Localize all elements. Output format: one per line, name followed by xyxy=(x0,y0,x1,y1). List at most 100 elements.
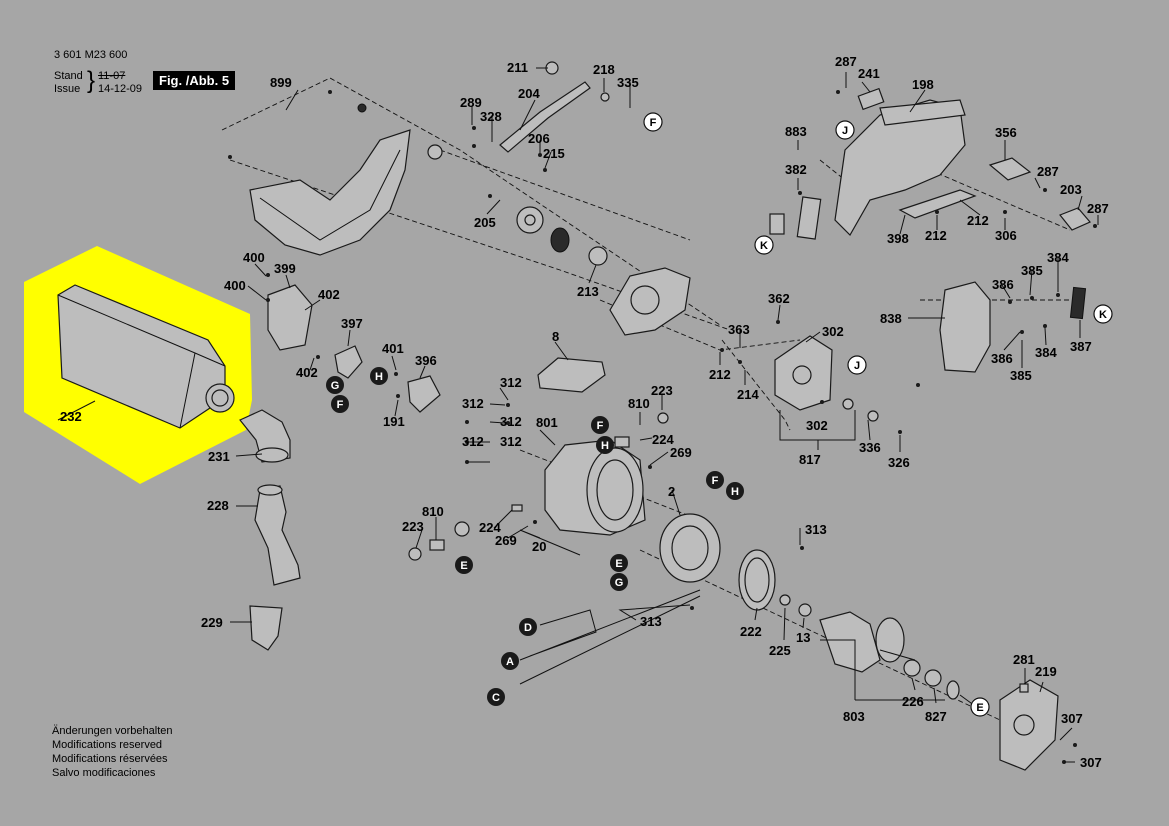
svg-text:J: J xyxy=(842,125,848,137)
bracket-356 xyxy=(988,157,1032,181)
label-312-d: 312 xyxy=(462,434,484,449)
label-223-a: 223 xyxy=(651,383,673,398)
label-827: 827 xyxy=(925,709,947,724)
label-8 xyxy=(537,357,606,393)
label-801: 801 xyxy=(536,415,558,430)
label-219: 219 xyxy=(1035,664,1057,679)
label-810-b: 810 xyxy=(422,504,444,519)
modifications-notes: Änderungen vorbehalten Modifications res… xyxy=(52,724,172,780)
label-883: 883 xyxy=(785,124,807,139)
issue-date: 14-12-09 xyxy=(98,83,143,95)
callout-K2 xyxy=(1093,304,1113,324)
callout-F4 xyxy=(706,471,724,489)
label-302-a: 302 xyxy=(822,324,844,339)
label-287-b: 287 xyxy=(1037,164,1059,179)
flap-229 xyxy=(249,605,283,651)
label-363: 363 xyxy=(728,322,750,337)
label-312-e: 312 xyxy=(500,434,522,449)
dust-bag-232-highlight[interactable] xyxy=(24,246,252,484)
label-287-c: 287 xyxy=(1087,201,1109,216)
callout-G2 xyxy=(610,573,628,591)
label-212-a: 212 xyxy=(967,213,989,228)
svg-text:G: G xyxy=(331,380,340,392)
label-205: 205 xyxy=(474,215,496,230)
label-396: 396 xyxy=(415,353,437,368)
callout-H2 xyxy=(596,436,614,454)
label-281: 281 xyxy=(1013,652,1035,667)
label-13: 13 xyxy=(796,630,810,645)
figure-badge: Fig. /Abb. 5 xyxy=(153,71,236,90)
switch-387 xyxy=(1069,286,1087,320)
callout-F3 xyxy=(591,416,609,434)
label-387: 387 xyxy=(1070,339,1092,354)
label-241: 241 xyxy=(858,66,880,81)
svg-text:A: A xyxy=(506,656,514,668)
part-397 xyxy=(334,345,363,379)
label-198: 198 xyxy=(912,77,934,92)
label-191: 191 xyxy=(383,414,405,429)
plate-203 xyxy=(1059,207,1091,231)
callout-K1 xyxy=(754,235,774,255)
handle-838 xyxy=(939,281,991,373)
cover-399 xyxy=(267,284,313,351)
svg-text:H: H xyxy=(375,371,383,383)
label-302-b: 302 xyxy=(806,418,828,433)
issue-label: Issue xyxy=(54,83,81,95)
callout-D xyxy=(519,618,537,636)
note-en: Modifications reserved xyxy=(52,739,163,751)
label-231: 231 xyxy=(208,449,230,464)
label-385-a: 385 xyxy=(1021,263,1043,278)
label-328: 328 xyxy=(480,109,502,124)
svg-text:H: H xyxy=(601,440,609,452)
label-810-a: 810 xyxy=(628,396,650,411)
label-398: 398 xyxy=(887,231,909,246)
label-384-a: 384 xyxy=(1047,250,1069,265)
label-402-b: 402 xyxy=(296,365,318,380)
label-307-b: 307 xyxy=(1080,755,1102,770)
stand-label: Stand xyxy=(54,70,83,82)
part-labels: 899 211 218 335 204 289 328 206 215 205 … xyxy=(60,54,1109,770)
callout-C xyxy=(487,688,505,706)
label-228: 228 xyxy=(207,498,229,513)
label-402-a: 402 xyxy=(318,287,340,302)
cables xyxy=(519,589,701,685)
label-335: 335 xyxy=(617,75,639,90)
dust-bag-232 xyxy=(57,284,226,429)
label-269-b: 269 xyxy=(495,533,517,548)
svg-text:F: F xyxy=(712,475,719,487)
label-20: 20 xyxy=(532,539,546,554)
label-229: 229 xyxy=(201,615,223,630)
label-386-a: 386 xyxy=(992,277,1014,292)
label-400-a: 400 xyxy=(243,250,265,265)
svg-text:H: H xyxy=(731,486,739,498)
label-232: 232 xyxy=(60,409,82,424)
label-269-a: 269 xyxy=(670,445,692,460)
callout-J1 xyxy=(835,120,855,140)
label-203: 203 xyxy=(1060,182,1082,197)
callouts: F J K J K E G H F F H F H E E G D A C xyxy=(326,112,1113,717)
label-399: 399 xyxy=(274,261,296,276)
label-8: 8 xyxy=(552,329,559,344)
svg-text:C: C xyxy=(492,692,500,704)
label-899: 899 xyxy=(270,75,292,90)
ring-213-clamp xyxy=(550,227,570,253)
svg-text:J: J xyxy=(854,360,860,372)
callout-F1 xyxy=(643,112,663,132)
label-2: 2 xyxy=(668,484,675,499)
label-212-b: 212 xyxy=(925,228,947,243)
svg-text:G: G xyxy=(615,577,624,589)
brace: } xyxy=(87,67,96,94)
screws xyxy=(228,90,1097,764)
label-215: 215 xyxy=(543,146,565,161)
label-313-a: 313 xyxy=(805,522,827,537)
label-385-b: 385 xyxy=(1010,368,1032,383)
callout-H3 xyxy=(726,482,744,500)
label-336: 336 xyxy=(859,440,881,455)
callout-E1 xyxy=(455,556,473,574)
svg-text:F: F xyxy=(337,399,344,411)
svg-text:F: F xyxy=(650,117,657,129)
label-226: 226 xyxy=(902,694,924,709)
doc-number: 3 601 M23 600 xyxy=(54,49,128,61)
part-396 xyxy=(407,375,441,413)
